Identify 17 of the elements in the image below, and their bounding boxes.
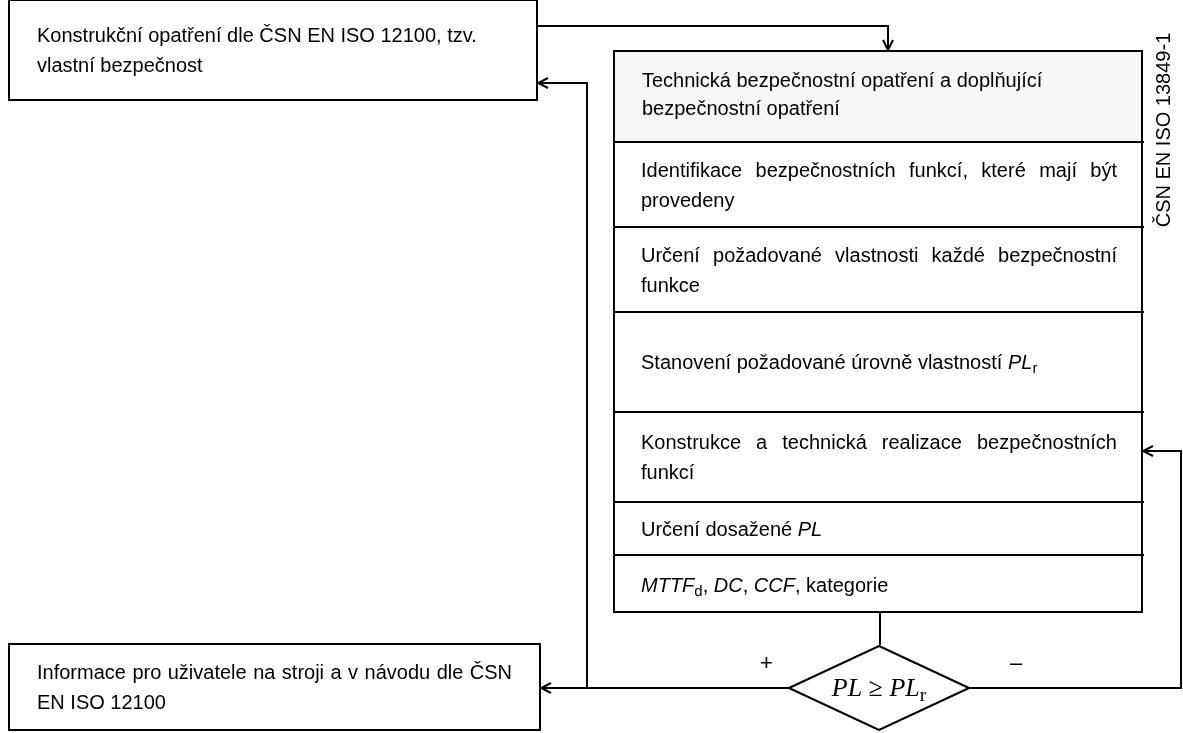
group-heading: Technická bezpečnostní opatření a doplňující bezpečnostní opatření — [615, 52, 1141, 142]
process-group-box — [613, 50, 1143, 613]
step-text: Stanovení požadované úrovně vlastností PL$_{r}$ — [641, 350, 1039, 377]
step-text: Informace pro uživatele na stroji a v návodu dle ČSN EN ISO 12100 — [37, 660, 512, 715]
process-box — [8, 643, 541, 731]
step-text: Konstrukce a technická realizace bezpečnostních funkcí — [641, 430, 1117, 485]
step-text: Určení dosažené PL — [641, 516, 824, 542]
connector-arrow — [969, 445, 1182, 689]
decision-diamond — [788, 645, 970, 731]
connector-arrow — [537, 25, 894, 51]
step-text: Určení požadované vlastnosti každé bezpečnostní funkce — [641, 242, 1117, 298]
standard-label: ČSN EN ISO 13849-1 — [1153, 32, 1173, 228]
step-text: Konstrukční opatření dle ČSN EN ISO 12100, tzv. vlastní bezpečnost — [37, 23, 478, 78]
step-text: MTTF$_{d}$, DC, CCF, kategorie — [641, 573, 890, 600]
process-box — [8, 0, 538, 101]
step-text: Identifikace bezpečnostních funkcí, které mají být provedeny — [641, 157, 1117, 213]
condition-text: PL ≥ PL$_{r}$ — [831, 675, 927, 701]
